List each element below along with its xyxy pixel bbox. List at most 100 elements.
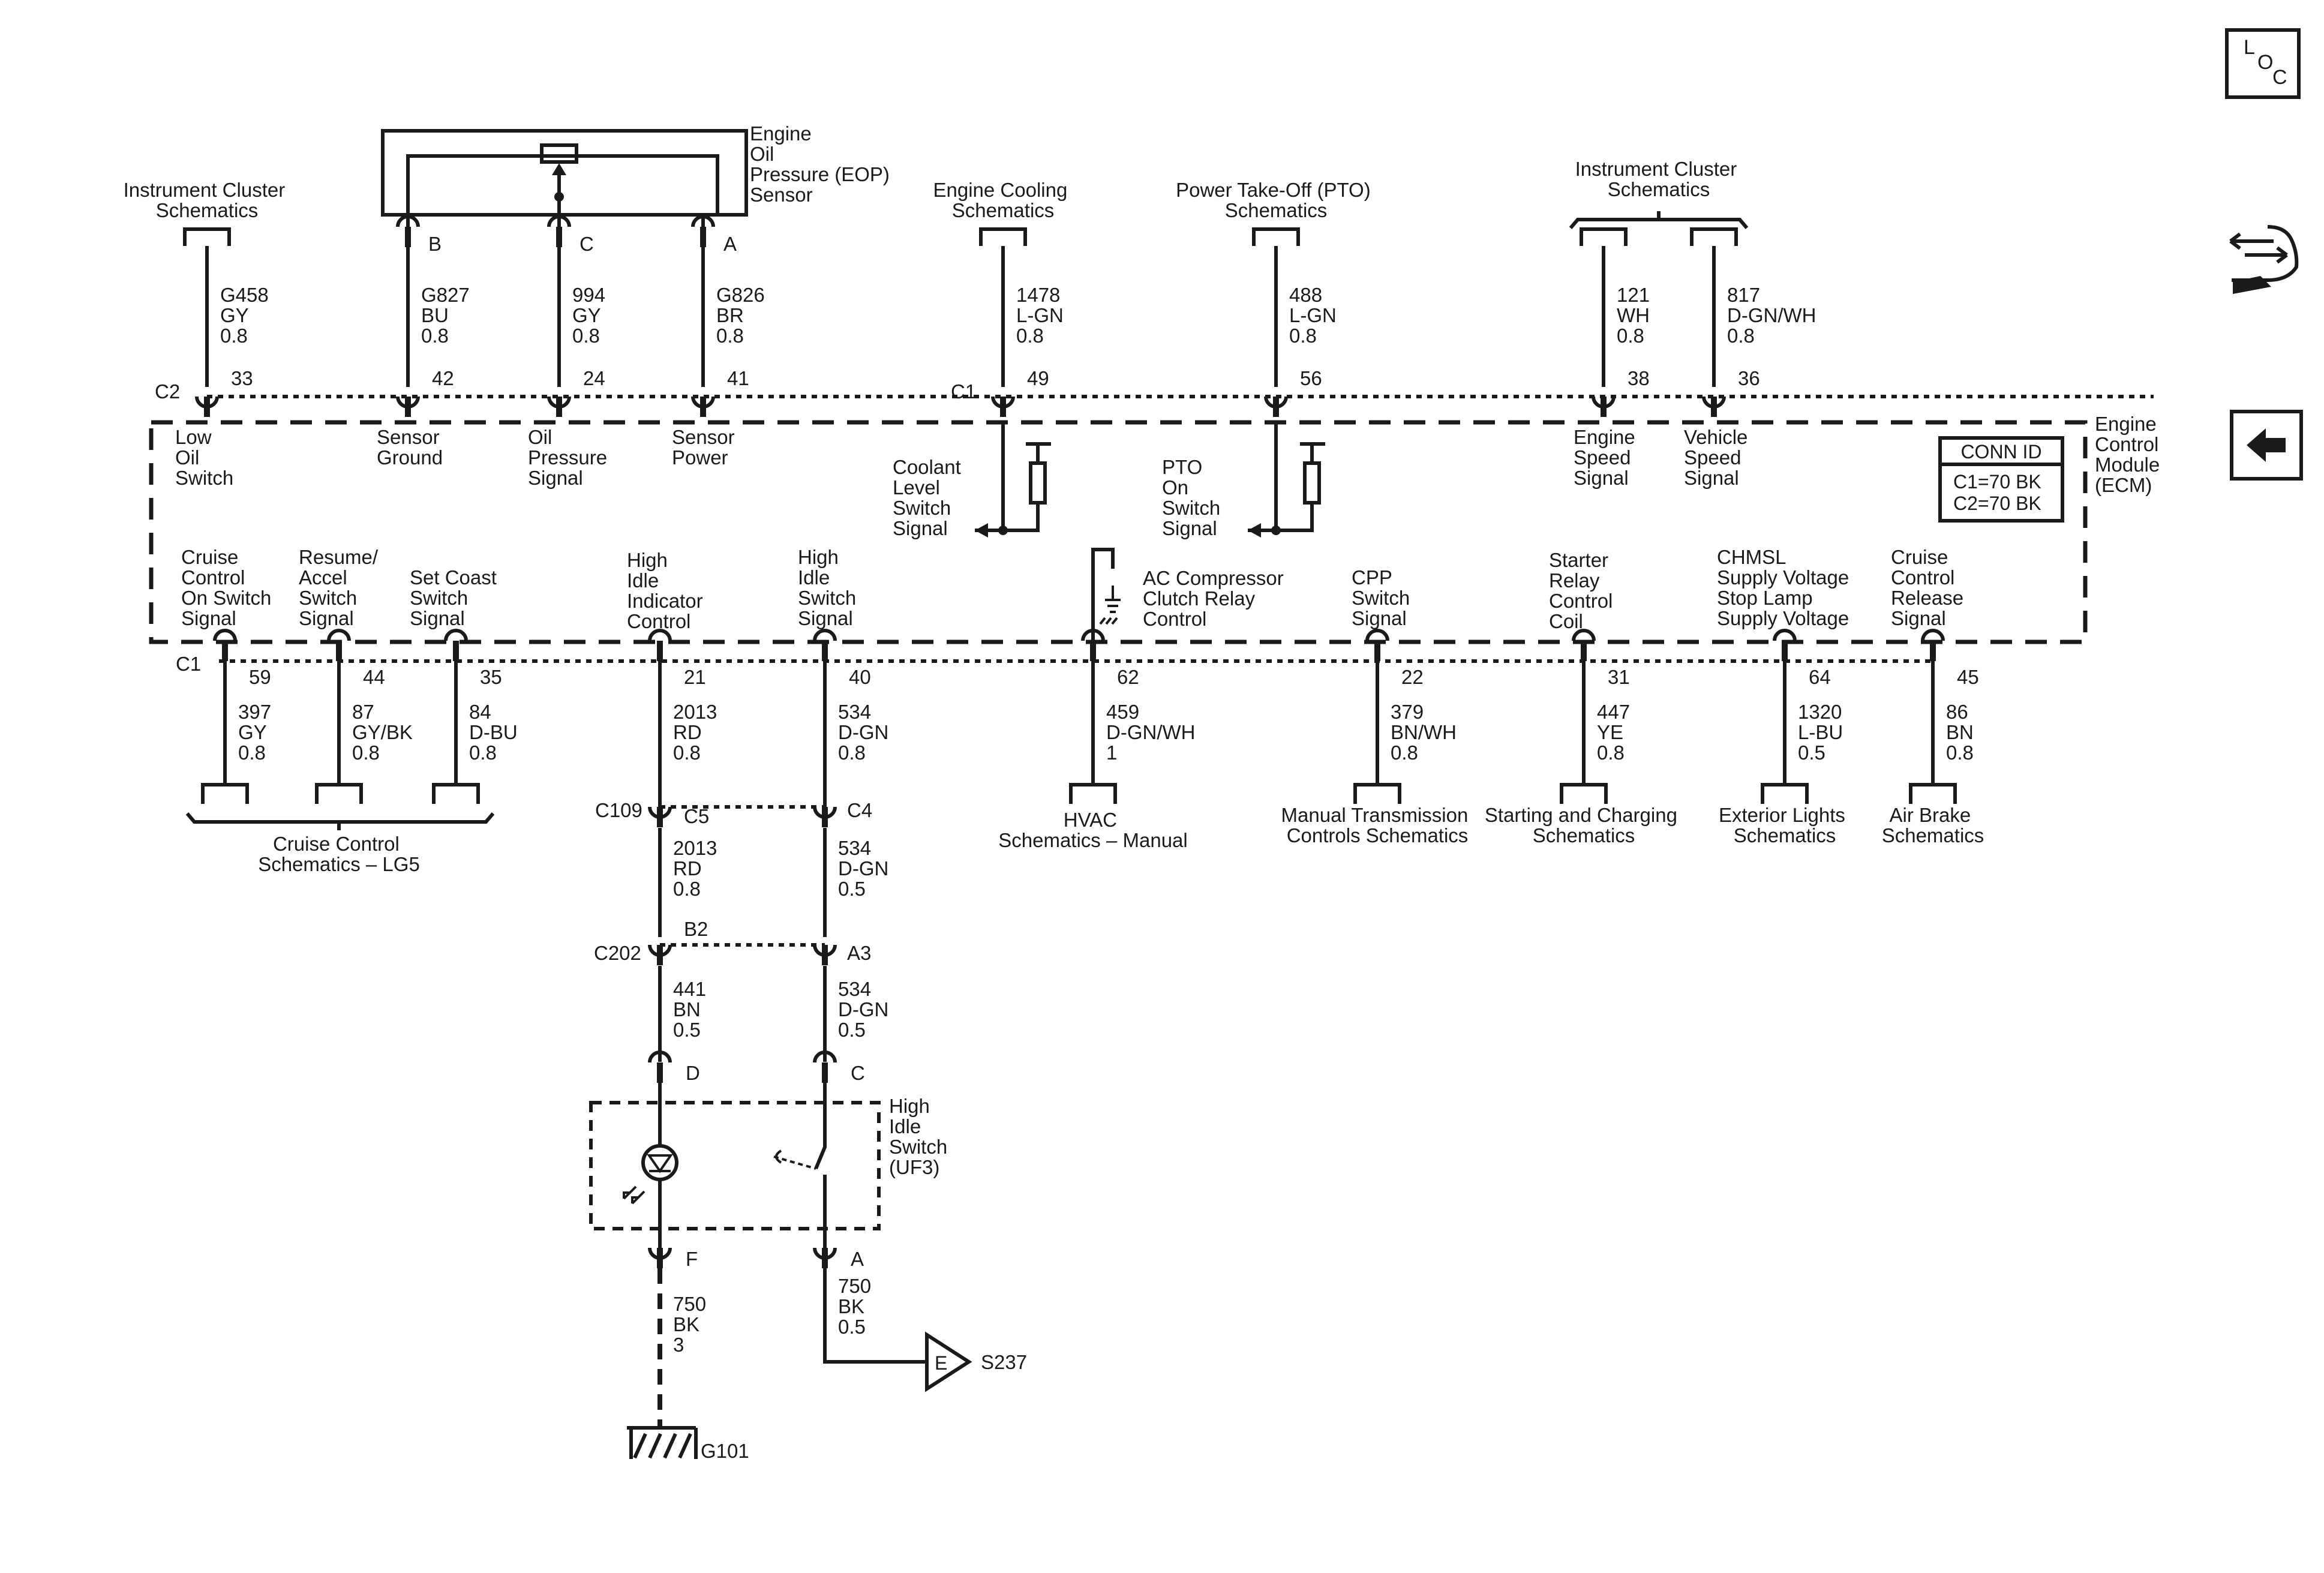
svg-text:0.8: 0.8	[673, 878, 701, 900]
bottom-wire-label: 0.8	[1597, 742, 1625, 764]
pin-number: 42	[432, 367, 454, 389]
back-arrow-icon[interactable]	[2230, 410, 2303, 481]
svg-text:C4: C4	[847, 799, 872, 821]
ref-air-brake[interactable]: Air Brake Schematics	[1882, 804, 1984, 846]
ground-wiring: E S237 750 BK 3 750 BK 0.5 G101	[627, 1268, 1027, 1462]
svg-text:E: E	[935, 1352, 947, 1374]
top-wire-label: G827	[421, 284, 470, 306]
svg-text:C202: C202	[594, 942, 641, 964]
connector-c1-label-top: C1	[951, 380, 976, 403]
ref-engine-cooling[interactable]: Engine Cooling Schematics	[933, 179, 1073, 221]
pin-number: 31	[1608, 666, 1630, 688]
svg-text:D-GN: D-GN	[838, 857, 888, 879]
svg-text:0.5: 0.5	[673, 1019, 701, 1041]
ground-g101-label: G101	[701, 1440, 749, 1462]
ref-hvac[interactable]: HVAC Schematics – Manual	[998, 809, 1187, 851]
bottom-wire-label: GY	[238, 721, 267, 743]
routing-icon[interactable]	[2229, 225, 2299, 294]
bottom-wire-label: BN	[1946, 721, 1974, 743]
pin-number: 36	[1738, 367, 1760, 389]
connector-c2-label: C2	[155, 380, 180, 403]
top-wire-label: 121	[1617, 284, 1650, 306]
sensor-pin-letter: C	[580, 233, 594, 255]
svg-text:BN: BN	[673, 998, 701, 1020]
coolant-level-switch-symbol	[975, 422, 1051, 538]
bottom-wire-label: 0.5	[1798, 742, 1825, 764]
svg-text:534: 534	[838, 978, 871, 1000]
bottom-wire-label: 447	[1597, 701, 1630, 723]
top-wire-label: WH	[1617, 304, 1650, 326]
ref-starting-charging[interactable]: Starting and Charging Schematics	[1485, 804, 1683, 846]
bottom-wire-label: 534	[838, 701, 871, 723]
bottom-wire-label: 87	[352, 701, 374, 723]
bottom-wire-label: GY/BK	[352, 721, 413, 743]
top-wire-label: L-GN	[1016, 304, 1064, 326]
top-wire-label: 0.8	[220, 325, 248, 347]
location-view-button[interactable]: L O C	[2225, 28, 2301, 99]
eop-sensor-label: Engine Oil Pressure (EOP) Sensor	[750, 122, 895, 206]
sensor-pin-letter: B	[428, 233, 442, 255]
pin-number: 22	[1401, 666, 1424, 688]
top-wire-label: 0.8	[1016, 325, 1044, 347]
bottom-wire-label: RD	[673, 721, 702, 743]
high-idle-switch-label: High Idle Switch (UF3)	[889, 1095, 953, 1178]
ac-relay-driver-symbol	[1091, 548, 1121, 642]
bottom-wire-label: 2013	[673, 701, 717, 723]
ref-pto[interactable]: Power Take-Off (PTO) Schematics	[1176, 179, 1376, 221]
ref-instrument-cluster-right[interactable]: Instrument Cluster Schematics	[1575, 158, 1743, 200]
bottom-wire-label: BN/WH	[1391, 721, 1457, 743]
ref-instrument-cluster-left[interactable]: Instrument Cluster Schematics	[124, 179, 291, 221]
top-wire-label: 0.8	[572, 325, 600, 347]
bottom-wire-label: 1320	[1798, 701, 1842, 723]
pin-number: 40	[849, 666, 871, 688]
ref-cruise-control[interactable]: Cruise Control Schematics – LG5	[258, 833, 420, 875]
svg-text:0.5: 0.5	[838, 878, 866, 900]
svg-text:C109: C109	[595, 799, 642, 821]
bottom-wire-label: L-BU	[1798, 721, 1843, 743]
svg-text:C5: C5	[684, 805, 709, 827]
ref-exterior-lights[interactable]: Exterior Lights Schematics	[1719, 804, 1851, 846]
ref-manual-transmission[interactable]: Manual Transmission Controls Schematics	[1281, 804, 1474, 846]
svg-text:C1=70 BK: C1=70 BK	[1953, 471, 2041, 493]
pin-number: 64	[1809, 666, 1831, 688]
pin-number: 24	[583, 367, 605, 389]
bottom-wire-label: D-BU	[469, 721, 518, 743]
top-wire-label: 0.8	[1617, 325, 1644, 347]
switch-contact-icon	[814, 1083, 827, 1248]
pin-number: 33	[231, 367, 253, 389]
top-wire-label: 0.8	[421, 325, 449, 347]
inline-connector-c109: C109 C5 C4	[595, 798, 872, 827]
svg-text:L: L	[2244, 36, 2255, 59]
top-wire-label: 1478	[1016, 284, 1060, 306]
top-wire-label: GY	[220, 304, 249, 326]
svg-text:O: O	[2257, 51, 2273, 74]
pin-number: 44	[363, 666, 385, 688]
ecm-name: Engine Control Module (ECM)	[2095, 413, 2165, 496]
top-wire-label: BR	[716, 304, 744, 326]
top-wire-label: 817	[1727, 284, 1760, 306]
bottom-wire-label: 397	[238, 701, 271, 723]
